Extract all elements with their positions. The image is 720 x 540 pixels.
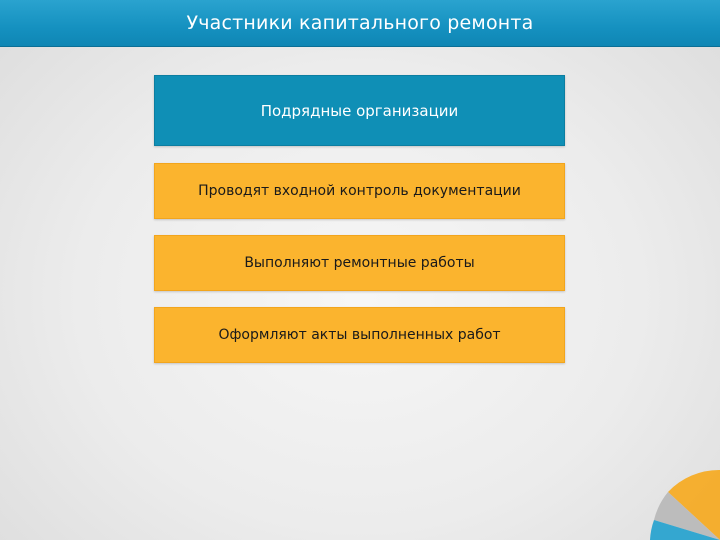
item-box-label: Выполняют ремонтные работы bbox=[244, 255, 475, 271]
item-box-repair-works: Выполняют ремонтные работы bbox=[154, 235, 565, 291]
item-box-completion-acts: Оформляют акты выполненных работ bbox=[154, 307, 565, 363]
slide-title: Участники капитального ремонта bbox=[186, 12, 534, 34]
title-bar: Участники капитального ремонта bbox=[0, 0, 720, 47]
item-box-label: Оформляют акты выполненных работ bbox=[218, 327, 501, 343]
corner-pie-decoration-icon bbox=[610, 430, 720, 540]
item-box-label: Проводят входной контроль документации bbox=[198, 183, 521, 199]
header-box-label: Подрядные организации bbox=[260, 101, 459, 120]
header-box-contractors: Подрядные организации bbox=[154, 75, 565, 146]
item-box-input-control: Проводят входной контроль документации bbox=[154, 163, 565, 219]
